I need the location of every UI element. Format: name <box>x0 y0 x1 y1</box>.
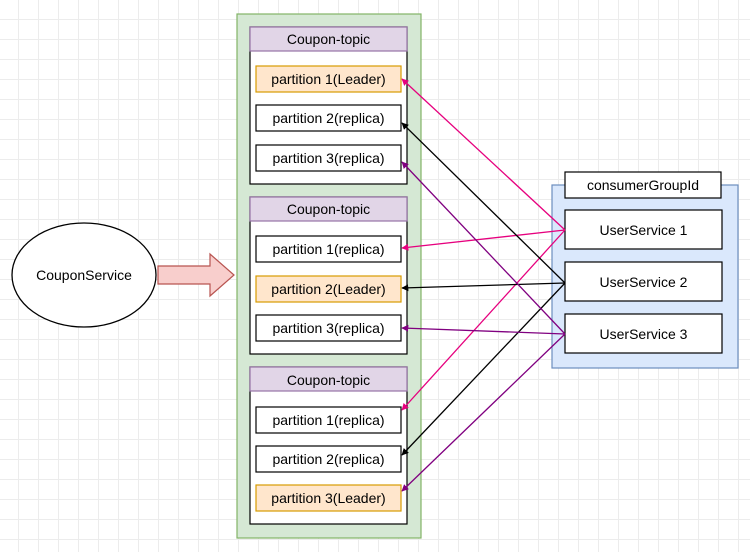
consumer-group-title: consumerGroupId <box>587 177 699 193</box>
partition-label: partition 1(replica) <box>272 412 384 428</box>
partition-label: partition 3(replica) <box>272 320 384 336</box>
partition-box[interactable]: partition 2(replica) <box>255 445 402 473</box>
partition-rect <box>255 275 402 303</box>
connection-arrow <box>401 324 566 335</box>
partition-rect <box>255 144 402 172</box>
partition-box[interactable]: partition 1(replica) <box>255 406 402 434</box>
partition-label: partition 2(replica) <box>272 451 384 467</box>
partition-box[interactable]: partition 3(Leader) <box>255 484 402 512</box>
user-service-label: UserService 2 <box>600 274 688 290</box>
connection-arrow <box>401 333 566 492</box>
user-service-label: UserService 3 <box>600 326 688 342</box>
partition-box[interactable]: partition 3(replica) <box>255 144 402 172</box>
partition-label: partition 3(replica) <box>272 150 384 166</box>
user-service-node[interactable]: UserService 1 <box>564 209 723 250</box>
connection-arrow <box>401 282 566 456</box>
partition-rect <box>255 406 402 434</box>
topic-group: Coupon-topic partition 1(replica) partit… <box>249 196 408 355</box>
consumer-group: consumerGroupId UserService 1 UserServic… <box>551 171 739 369</box>
partition-box[interactable]: partition 1(replica) <box>255 235 402 263</box>
connection-arrow <box>401 229 566 251</box>
topic-group: Coupon-topic partition 1(replica) partit… <box>249 366 408 525</box>
user-service-rect <box>564 261 723 302</box>
connection-arrow <box>401 122 566 284</box>
user-service-node[interactable]: UserService 2 <box>564 261 723 302</box>
consumer-group-title-box <box>564 171 722 199</box>
partition-label: partition 1(Leader) <box>271 71 385 87</box>
partition-rect <box>255 235 402 263</box>
user-service-label: UserService 1 <box>600 222 688 238</box>
connection-arrow <box>401 78 566 231</box>
producer-node[interactable]: CouponService <box>11 222 157 328</box>
partition-rect <box>255 104 402 132</box>
topic-header <box>249 26 408 52</box>
partition-rect <box>255 65 402 93</box>
partition-rect <box>255 445 402 473</box>
connection-arrow <box>401 161 566 335</box>
topic-group: Coupon-topic partition 1(Leader) partiti… <box>249 26 408 185</box>
partition-label: partition 2(replica) <box>272 110 384 126</box>
connection-arrow <box>401 229 566 411</box>
producer-ellipse <box>11 222 157 328</box>
partition-box[interactable]: partition 1(Leader) <box>255 65 402 93</box>
partition-box[interactable]: partition 2(Leader) <box>255 275 402 303</box>
partition-rect <box>255 484 402 512</box>
produce-arrow <box>157 252 235 298</box>
topic-header <box>249 196 408 222</box>
topic-header <box>249 366 408 392</box>
topic-title: Coupon-topic <box>287 31 370 47</box>
partition-box[interactable]: partition 2(replica) <box>255 104 402 132</box>
partition-rect <box>255 314 402 342</box>
connection-arrow <box>401 282 566 292</box>
partition-box[interactable]: partition 3(replica) <box>255 314 402 342</box>
topic-title: Coupon-topic <box>287 372 370 388</box>
partition-label: partition 3(Leader) <box>271 490 385 506</box>
producer-label: CouponService <box>36 267 132 283</box>
user-service-node[interactable]: UserService 3 <box>564 313 723 354</box>
partition-label: partition 2(Leader) <box>271 281 385 297</box>
connection-lines <box>401 78 566 492</box>
partition-label: partition 1(replica) <box>272 241 384 257</box>
user-service-rect <box>564 313 723 354</box>
topic-title: Coupon-topic <box>287 201 370 217</box>
